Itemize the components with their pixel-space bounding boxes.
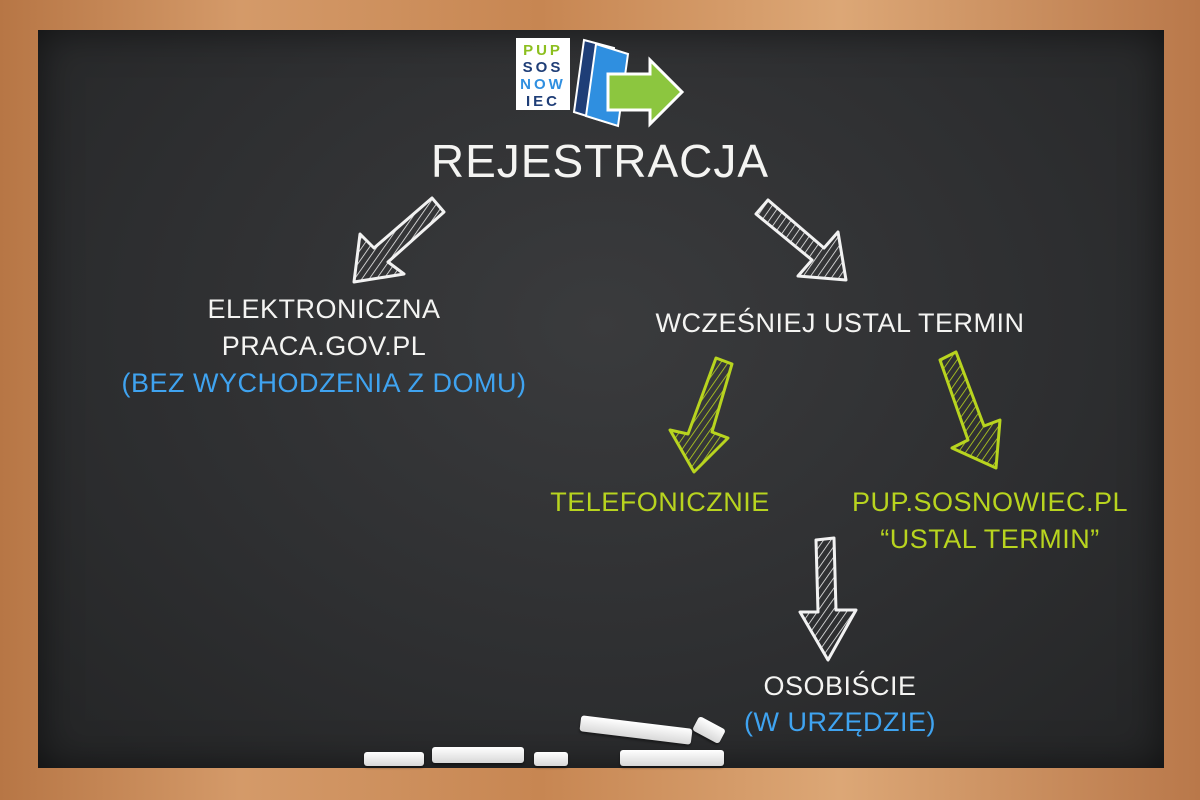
pup-website-label: PUP.SOSNOWIEC.PL <box>820 487 1160 518</box>
arrow-to-ustal-termin-icon <box>756 200 846 280</box>
arrow-to-pup-website-icon <box>940 352 1000 468</box>
ustal-termin-label: WCZEŚNIEJ USTAL TERMIN <box>600 308 1080 339</box>
w-urzedzie-note: (W URZĘDZIE) <box>700 707 980 738</box>
elektroniczna-label: ELEKTRONICZNA <box>174 294 474 325</box>
chalk-piece <box>534 752 568 766</box>
ustal-termin-quote-label: “USTAL TERMIN” <box>820 524 1160 555</box>
arrow-to-telefonicznie-icon <box>670 358 732 472</box>
chalk-piece <box>364 752 424 766</box>
chalk-piece <box>432 747 524 763</box>
arrow-to-elektroniczna-icon <box>354 198 444 282</box>
praca-gov-label: PRACA.GOV.PL <box>174 331 474 362</box>
osobiscie-label: OSOBIŚCIE <box>700 671 980 702</box>
arrow-to-osobiscie-icon <box>800 538 856 660</box>
bez-wychodzenia-note: (BEZ WYCHODZENIA Z DOMU) <box>74 368 574 399</box>
chalk-piece <box>620 750 724 766</box>
telefonicznie-label: TELEFONICZNIE <box>520 487 800 518</box>
